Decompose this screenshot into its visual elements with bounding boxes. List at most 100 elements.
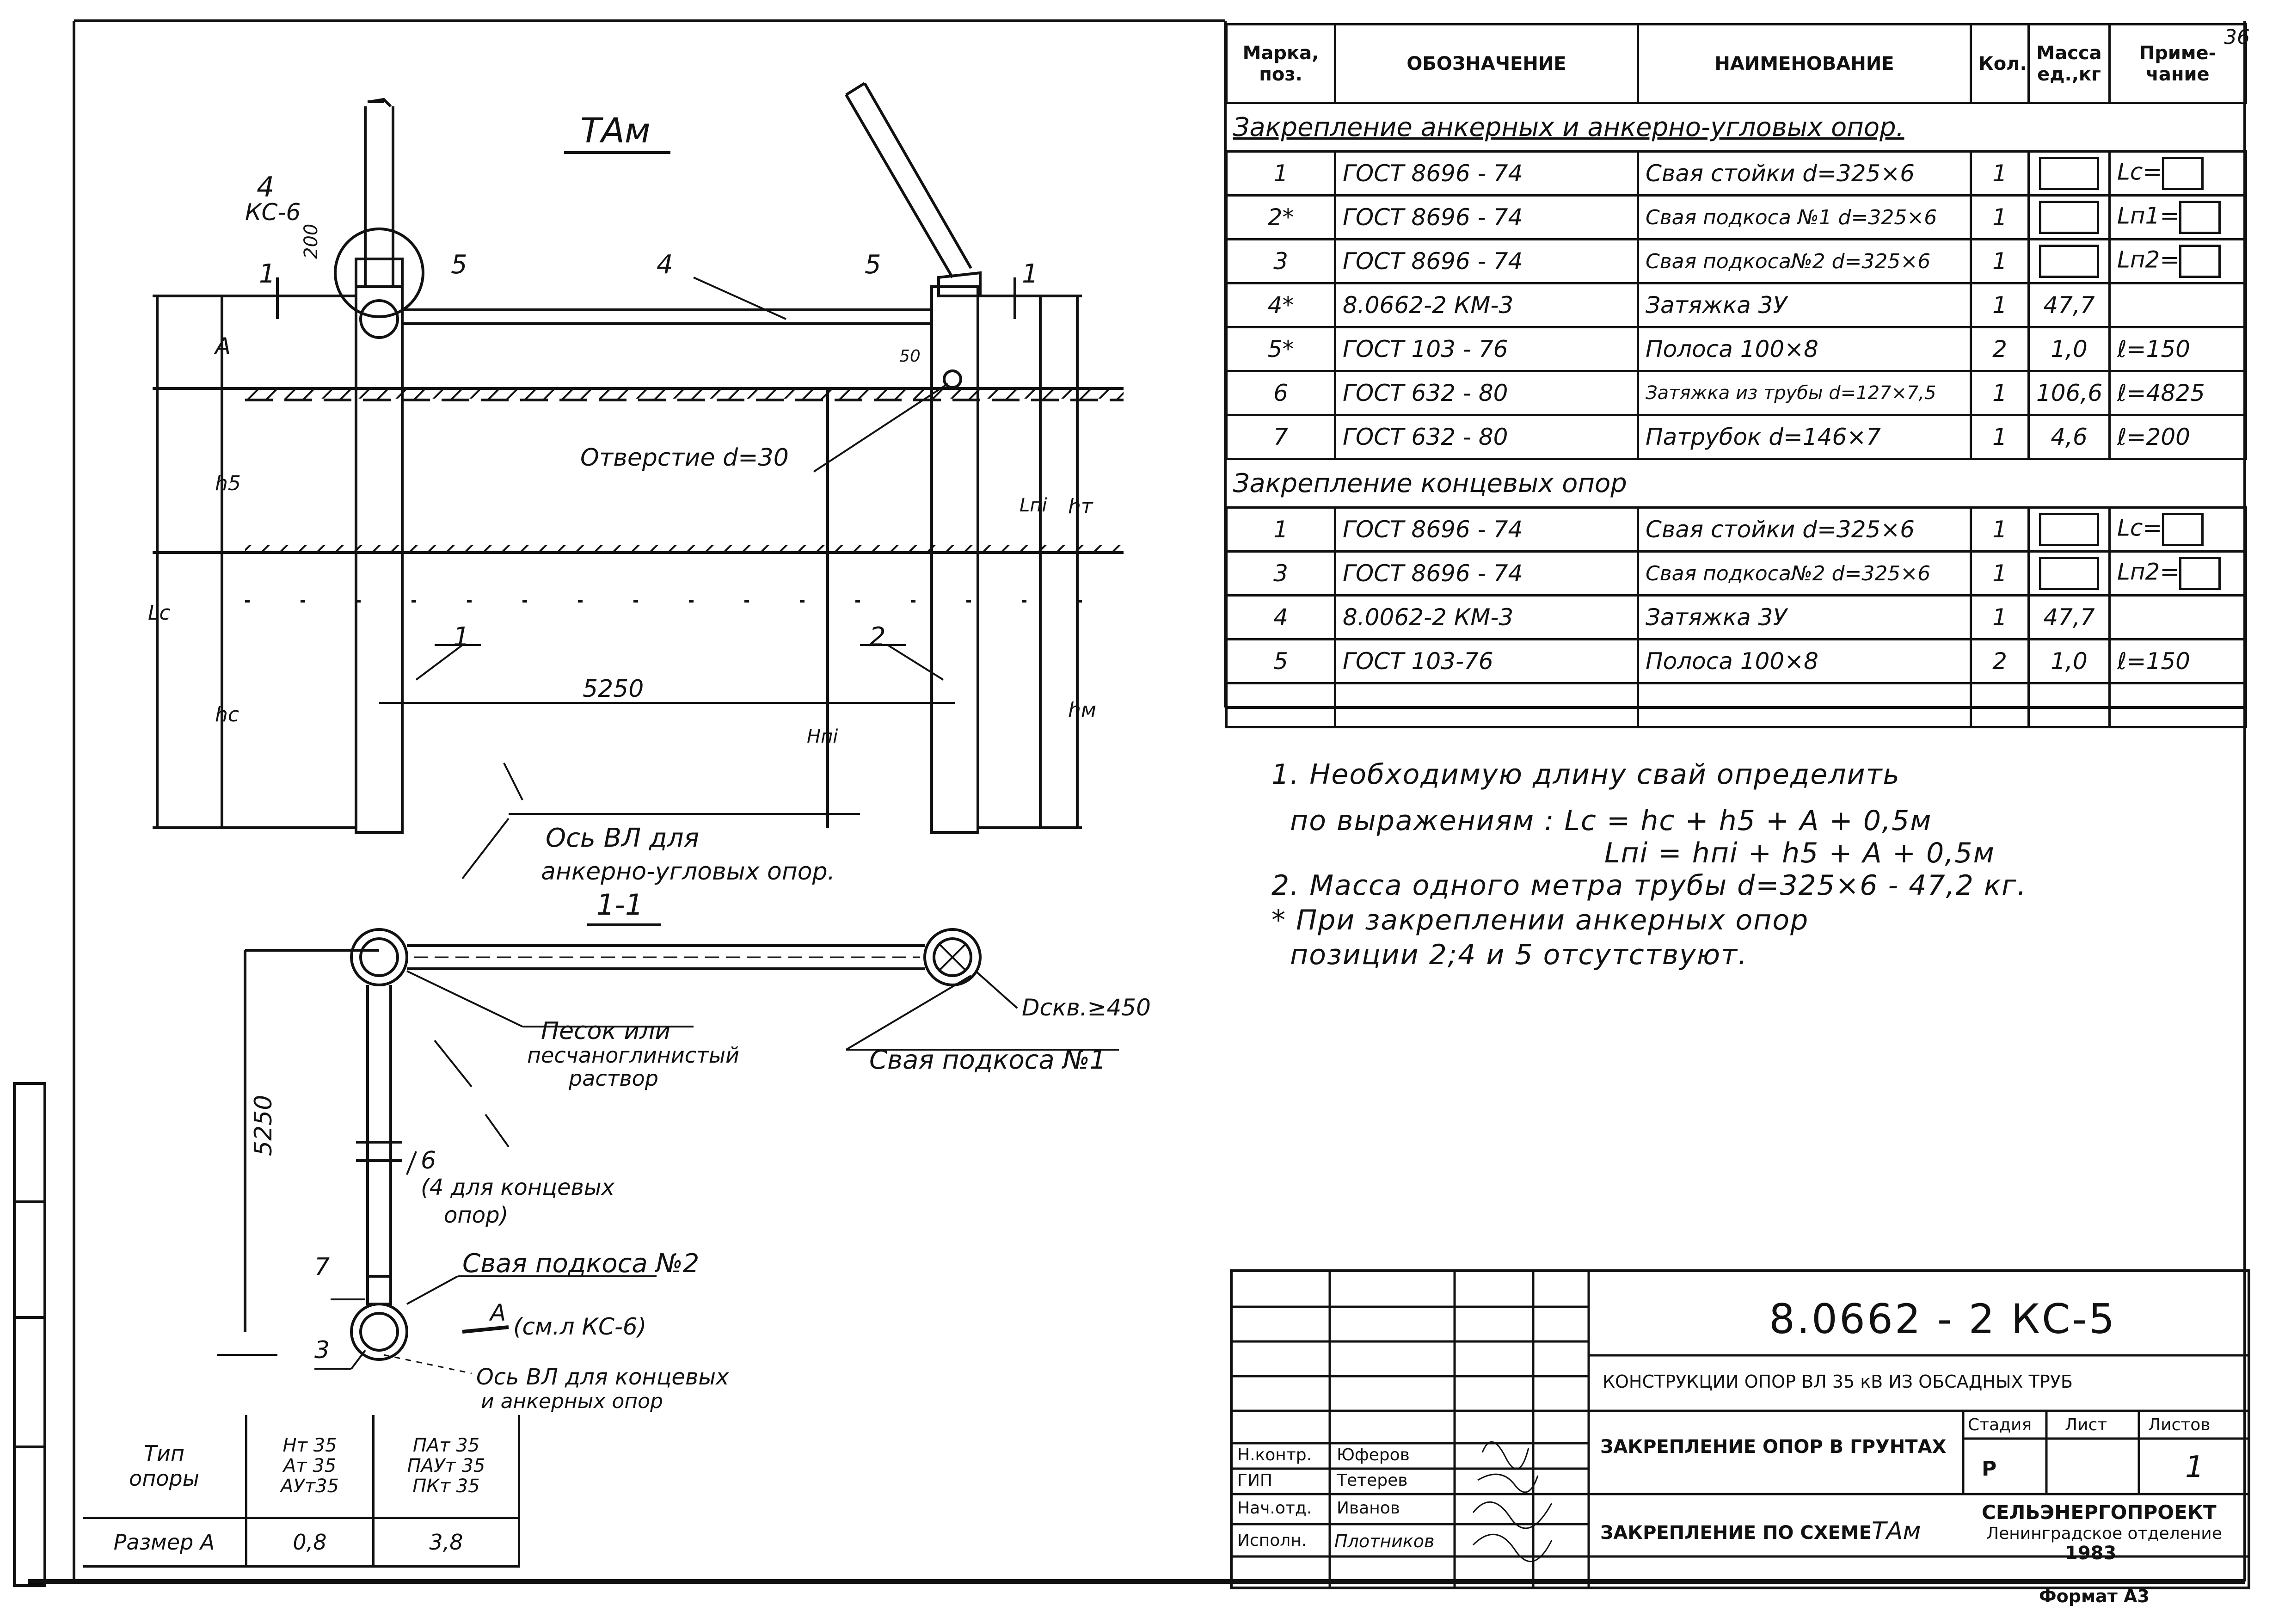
cell-doc: ГОСТ 8696 - 74: [1334, 150, 1639, 197]
empty-box: [2039, 157, 2099, 190]
cell-doc: ГОСТ 103 - 76: [1334, 326, 1639, 372]
cell-qty: 1: [1970, 194, 2030, 240]
cell-pos: 3: [1225, 238, 1336, 284]
cell-pos: 5: [1225, 638, 1336, 684]
cell-name: Затяжка 3У: [1637, 282, 1972, 328]
cell-mass: [2027, 150, 2111, 197]
label-section1-left: 1: [259, 259, 276, 289]
label-pos6-note-2: опор): [444, 1202, 509, 1228]
role-2: ГИП: [1237, 1471, 1272, 1490]
label-pos6-note-1: (4 для концевых: [421, 1175, 615, 1200]
type-label-2: опоры: [129, 1466, 199, 1491]
cell-name: Затяжка 3У: [1637, 594, 1972, 640]
spec-section-row: Закрепление концевых опор: [1226, 458, 2246, 509]
label-ref-a: А: [490, 1299, 506, 1326]
cell-note: ℓ=150: [2108, 326, 2247, 372]
cell-doc: ГОСТ 632 - 80: [1334, 414, 1639, 460]
cell-note: [2108, 594, 2247, 640]
name-3: Иванов: [1337, 1499, 1400, 1518]
stage-label: Стадия: [1968, 1415, 2032, 1434]
cell-qty: 2: [1970, 638, 2030, 684]
empty-box: [2179, 557, 2221, 590]
stage-value: Р: [1982, 1457, 1997, 1481]
label-dim-hc: hс: [215, 703, 240, 726]
cell-note: Lп2=: [2108, 238, 2247, 284]
empty-box: [2179, 245, 2221, 278]
empty-box: [2039, 201, 2099, 234]
cell-name: Полоса 100×8: [1637, 638, 1972, 684]
cell-pos: 5*: [1225, 326, 1336, 372]
cell-empty: [1334, 682, 1639, 728]
project-name: КОНСТРУКЦИИ ОПОР ВЛ 35 кВ ИЗ ОБСАДНЫХ ТР…: [1603, 1372, 2073, 1392]
cell-note: ℓ=4825: [2108, 370, 2247, 416]
type-col2-item: ПАУт 35: [407, 1455, 485, 1476]
label-hole: Отверстие d=30: [580, 444, 789, 472]
label-pos2: 2: [869, 622, 886, 652]
size-label: Размер А: [83, 1517, 247, 1568]
cell-mass: 1,0: [2027, 638, 2111, 684]
cell-qty: 1: [1970, 506, 2030, 553]
specification-table: Марка, поз. ОБОЗНАЧЕНИЕ НАИМЕНОВАНИЕ Кол…: [1225, 23, 2247, 728]
label-section1-right: 1: [1022, 259, 1038, 289]
cell-pos: 2*: [1225, 194, 1336, 240]
label-sand-2: песчаноглинистый: [527, 1043, 739, 1068]
cell-name: Свая подкоса №1 d=325×6: [1637, 194, 1972, 240]
size-value-2: 3,8: [372, 1517, 520, 1568]
empty-box: [2039, 245, 2099, 278]
cell-pos: 1: [1225, 150, 1336, 197]
cell-doc: ГОСТ 103-76: [1334, 638, 1639, 684]
label-axis-end-1: Ось ВЛ для концевых: [476, 1364, 729, 1390]
cell-note: Lс=: [2108, 150, 2247, 197]
format-label: Формат А3: [2039, 1586, 2150, 1606]
name-4: Плотников: [1334, 1531, 1435, 1551]
label-pos5-right: 5: [865, 250, 881, 280]
label-dim-hm: hм: [1068, 698, 1097, 722]
name-2: Тетерев: [1337, 1471, 1408, 1490]
cell-doc: 8.0062-2 КМ-3: [1334, 594, 1639, 640]
label-dim-a: А: [215, 333, 231, 360]
header-qty: Кол.: [1970, 23, 2030, 104]
label-dim-lni: Lпi: [1020, 495, 1047, 516]
section-title-anchor: Закрепление анкерных и анкерно-угловых о…: [1226, 102, 2246, 153]
cell-note: Lп1=: [2108, 194, 2247, 240]
drawing-title: ТАм: [580, 111, 651, 151]
sheets-value: 1: [2185, 1450, 2204, 1484]
year: 1983: [2065, 1543, 2117, 1564]
title-block-grid: [1233, 1272, 2248, 1587]
label-axis-anchor-1: Ось ВЛ для: [546, 823, 700, 853]
cell-doc: ГОСТ 8696 - 74: [1334, 194, 1639, 240]
cell-pos: 3: [1225, 550, 1336, 597]
cell-note: Lс=: [2108, 506, 2247, 553]
cell-qty: 1: [1970, 550, 2030, 597]
cell-pos: 1: [1225, 506, 1336, 553]
binding-strip: [13, 1082, 46, 1587]
label-sand-1: Песок или: [541, 1017, 671, 1045]
label-node4-ref: КС-6: [245, 199, 301, 226]
role-4: Исполн.: [1237, 1531, 1307, 1550]
org-name: СЕЛЬЭНЕРГОПРОЕКТ: [1982, 1501, 2217, 1524]
cell-note: [2108, 282, 2247, 328]
cell-mass: 47,7: [2027, 594, 2111, 640]
cell-mass: 106,6: [2027, 370, 2111, 416]
cell-empty: [2027, 682, 2111, 728]
label-node4-number: 4: [257, 171, 275, 203]
cell-qty: 1: [1970, 238, 2030, 284]
type-label-1: Тип: [143, 1441, 185, 1466]
sheet-label: Лист: [2065, 1415, 2107, 1434]
cell-doc: ГОСТ 8696 - 74: [1334, 238, 1639, 284]
cell-doc: ГОСТ 8696 - 74: [1334, 506, 1639, 553]
cell-qty: 1: [1970, 594, 2030, 640]
header-designation: ОБОЗНАЧЕНИЕ: [1334, 23, 1639, 104]
